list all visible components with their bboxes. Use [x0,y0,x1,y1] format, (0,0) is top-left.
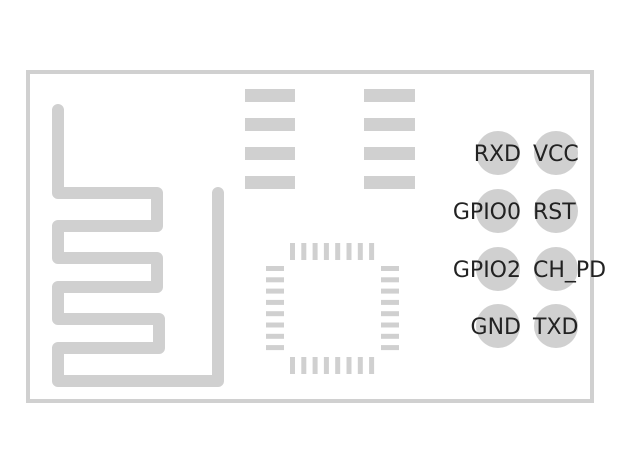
chip-pad-left [266,333,284,339]
pin-pads [476,131,578,348]
chip-pad-left [266,288,284,294]
pin-pad-gpio0 [476,189,520,233]
chip-pad-right [381,345,399,351]
chip-pad-right [381,288,399,294]
chip-pad-bottom [357,357,363,374]
chip-pad-bottom [301,357,307,374]
chip-pad-left [266,322,284,328]
chip-pad-top [290,243,295,260]
chip-pad-right [381,322,399,328]
pin-label-gnd: GND [471,315,521,340]
pin-pad-ch-pd [534,247,578,291]
pin-pad-gpio2 [476,247,520,291]
pin-pad-txd [534,304,578,348]
chip-pad-left [266,277,284,283]
pin-labels: RXD GPIO0 GPIO2 GND VCC RST CH_PD TXD [453,142,606,340]
pin-pad-vcc [534,131,578,175]
chip-pad-top [369,243,375,260]
chip-pad-left [266,299,284,305]
qfn-chip-icon [266,243,399,374]
chip-pad-top [301,243,307,260]
pin-label-gpio2: GPIO2 [453,258,521,283]
chip-pad-right [381,266,399,271]
top-pads-right [364,89,415,189]
chip-pad-left [266,311,284,317]
chip-pad-left [266,345,284,351]
chip-pad-bottom [312,357,318,374]
pin-pad-rxd [476,131,520,175]
pin-label-vcc: VCC [533,142,579,167]
chip-pad-right [381,311,399,317]
chip-pad-top [312,243,318,260]
pin-pad-gnd [476,304,520,348]
chip-pad-bottom [323,357,329,374]
chip-pad-right [381,277,399,283]
chip-pad-top [357,243,363,260]
board-outline [26,70,594,403]
meander-antenna-icon [52,104,224,387]
top-pads-left [245,89,295,189]
chip-pad-top [346,243,352,260]
chip-pad-bottom [290,357,295,374]
pin-label-txd: TXD [532,315,578,340]
chip-pad-top [323,243,329,260]
pin-label-gpio0: GPIO0 [453,200,521,225]
pin-label-rxd: RXD [474,142,521,167]
chip-pad-bottom [369,357,375,374]
pin-pad-rst [534,189,578,233]
chip-pad-right [381,299,399,305]
pin-label-ch-pd: CH_PD [533,258,606,283]
chip-pad-top [335,243,341,260]
chip-pad-bottom [346,357,352,374]
chip-pad-left [266,266,284,271]
chip-pad-bottom [335,357,341,374]
pin-label-rst: RST [533,200,576,225]
chip-pad-right [381,333,399,339]
